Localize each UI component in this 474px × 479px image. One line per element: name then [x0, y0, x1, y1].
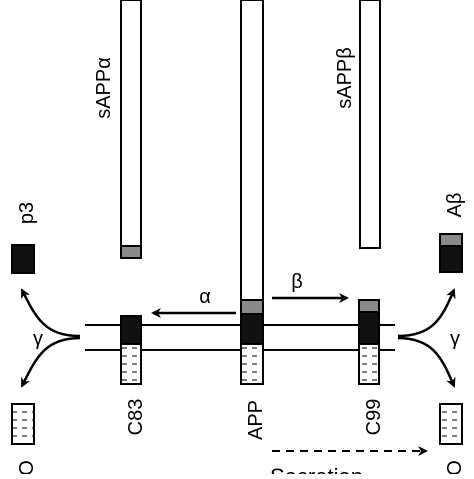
aicd-right-label: O — [444, 460, 466, 474]
gamma-right-label: γ — [450, 328, 460, 350]
app-protein — [240, 0, 264, 385]
gamma-right-arrow-down — [397, 336, 456, 388]
alpha-label: α — [199, 286, 211, 308]
c99-fragment — [358, 299, 380, 385]
aicd-left-fragment — [11, 403, 35, 445]
sapp-beta-label: sAPPβ — [334, 47, 356, 109]
secretion-label: Secretion — [270, 464, 363, 474]
abeta-fragment — [439, 233, 463, 273]
sapp-alpha-label: sAPPα — [93, 57, 115, 119]
gamma-left-arrow-up — [20, 288, 81, 338]
p3-fragment — [11, 244, 35, 274]
c99-label: C99 — [363, 399, 385, 436]
sapp-beta-fragment — [359, 0, 381, 249]
gamma-left-label: γ — [33, 328, 43, 350]
app-label: APP — [245, 400, 267, 440]
c83-fragment — [120, 315, 142, 385]
sapp-alpha-fragment — [120, 0, 142, 259]
beta-label: β — [291, 271, 303, 293]
p3-label: p3 — [16, 202, 38, 224]
gamma-right-arrow-up — [397, 288, 456, 338]
c83-label: C83 — [125, 399, 147, 436]
aicd-right-fragment — [439, 403, 463, 445]
gamma-left-arrow-down — [20, 336, 81, 388]
aicd-left-label: O — [16, 460, 38, 474]
abeta-label: Aβ — [444, 193, 466, 218]
